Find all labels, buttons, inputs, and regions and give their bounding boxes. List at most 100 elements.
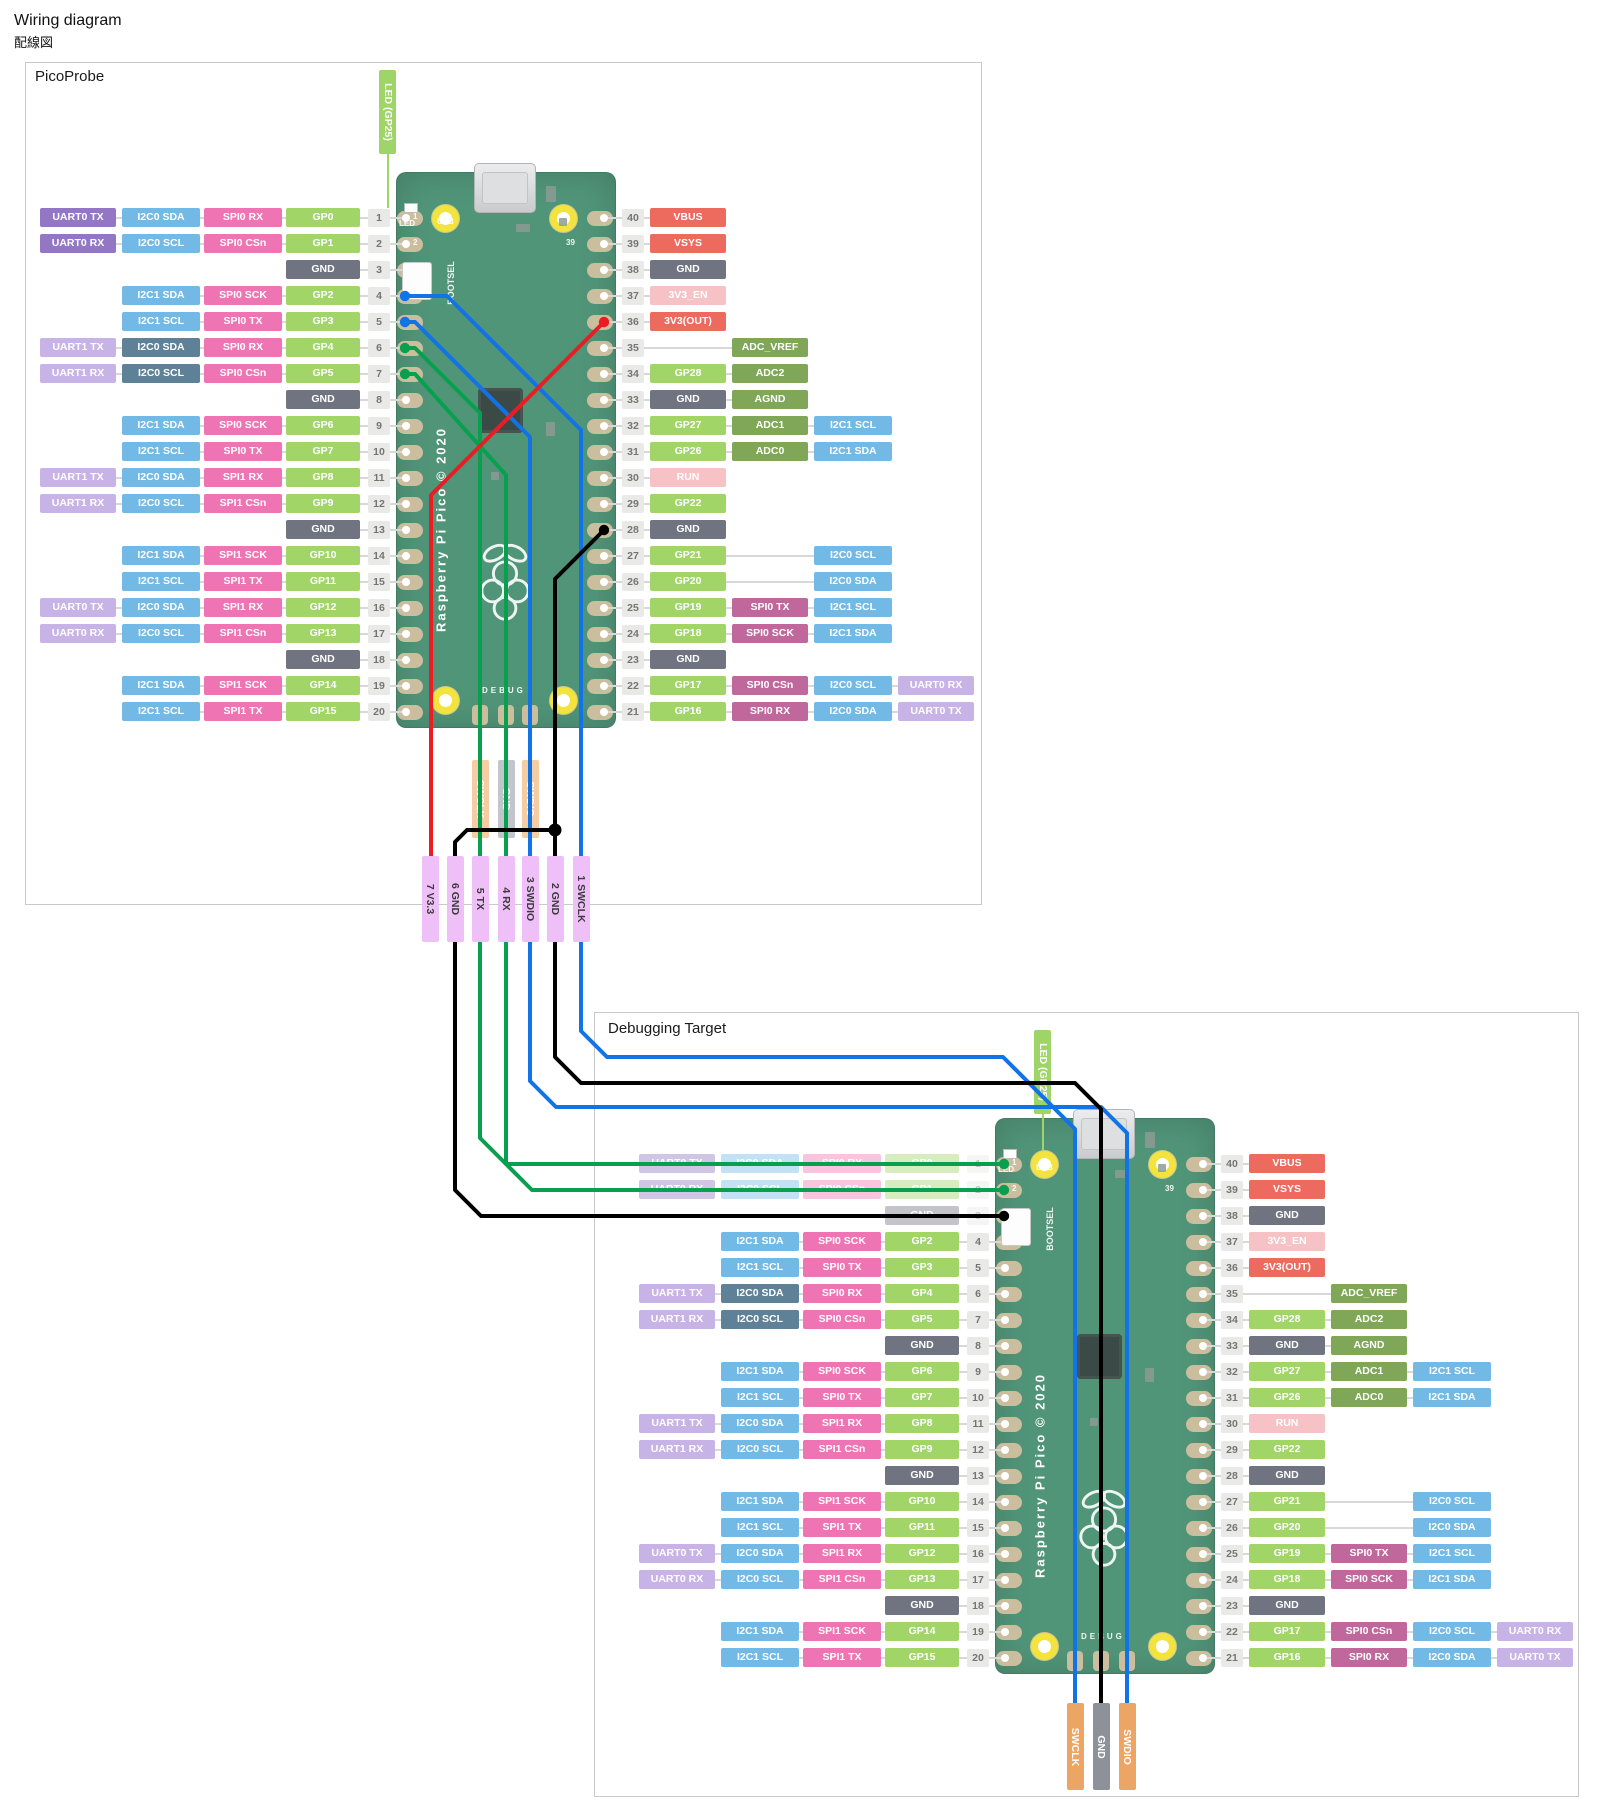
mounting-hole (432, 205, 459, 232)
pin-function-label: GP2 (885, 1232, 959, 1251)
pin-function-label: I2C1 SDA (122, 416, 200, 435)
pin-number: 16 (967, 1545, 989, 1563)
pin-function-label: SPI0 RX (803, 1154, 881, 1173)
pin-hole (600, 656, 608, 664)
pin-function-label: UART0 TX (40, 208, 116, 227)
pin-function-label: 3V3_EN (1249, 1232, 1325, 1251)
pin-function-label: SPI1 SCK (803, 1492, 881, 1511)
pin-function-label: GP7 (885, 1388, 959, 1407)
pin-hole (402, 656, 410, 664)
pin-hole (600, 474, 608, 482)
pin-function-label: GND (286, 650, 360, 669)
pin-function-label: I2C1 SCL (721, 1388, 799, 1407)
pin-function-label: SPI0 CSn (803, 1180, 881, 1199)
pin-function-label: SPI1 CSn (204, 494, 282, 513)
pin-function-label: UART0 TX (1497, 1648, 1573, 1667)
row-connector-line (1207, 1501, 1491, 1503)
bootsel-silk-text: BOOTSEL (445, 261, 456, 305)
pin-hole (1001, 1446, 1009, 1454)
pin-function-label: ADC2 (732, 364, 808, 383)
pin-number: 6 (967, 1285, 989, 1303)
pin-function-label: GP13 (286, 624, 360, 643)
pin-hole (1001, 1264, 1009, 1272)
pin-hole (1199, 1654, 1207, 1662)
pin-function-label: UART1 RX (639, 1440, 715, 1459)
passive-component (516, 224, 530, 232)
pin-number: 11 (967, 1415, 989, 1433)
pin-hole (1001, 1186, 1009, 1194)
pin-function-label: GND (1249, 1596, 1325, 1615)
pin-hole (402, 240, 410, 248)
pin-number: 18 (967, 1597, 989, 1615)
pin-function-label: GP1 (286, 234, 360, 253)
pin-hole (402, 552, 410, 560)
pin-function-label: SPI0 RX (204, 338, 282, 357)
pin-function-label: I2C1 SCL (1413, 1544, 1491, 1563)
pin-number: 17 (967, 1571, 989, 1589)
pin-function-label: GP17 (650, 676, 726, 695)
pin-hole (1001, 1628, 1009, 1636)
pin-function-label: SPI0 SCK (1331, 1570, 1407, 1589)
pin-hole (600, 604, 608, 612)
pin-function-label: I2C1 SDA (122, 546, 200, 565)
pin-hole (600, 240, 608, 248)
pin-number: 34 (1221, 1311, 1243, 1329)
pin-hole (600, 448, 608, 456)
pin-function-label: ADC_VREF (1331, 1284, 1407, 1303)
pin-function-label: I2C1 SCL (122, 312, 200, 331)
pin-hole (402, 578, 410, 586)
pin-function-label: I2C0 SDA (122, 468, 200, 487)
debug-pad (498, 705, 514, 725)
pin-hole (1199, 1472, 1207, 1480)
pin-function-label: SPI0 RX (803, 1284, 881, 1303)
pin-number: 13 (967, 1467, 989, 1485)
bootsel-silk-text: BOOTSEL (1044, 1207, 1055, 1251)
pin-number: 12 (967, 1441, 989, 1459)
pin-function-label: 3V3(OUT) (650, 312, 726, 331)
pin-function-label: ADC0 (1331, 1388, 1407, 1407)
pin-function-label: GP9 (286, 494, 360, 513)
debug-pad (1093, 1651, 1109, 1671)
debug-connector-pin-label: 1 SWCLK (572, 856, 590, 942)
pin-function-label: I2C0 SDA (814, 572, 892, 591)
pin-function-label: I2C1 SDA (122, 286, 200, 305)
pin-function-label: UART1 TX (639, 1414, 715, 1433)
pin-function-label: VSYS (650, 234, 726, 253)
debug-connector-pin-label: 3 SWDIO (521, 856, 539, 942)
pin-function-label: I2C0 SCL (1413, 1492, 1491, 1511)
pin-hole (1001, 1498, 1009, 1506)
pin-number: 11 (368, 469, 390, 487)
led-gp25-label: LED (GP25) (379, 70, 396, 154)
silk-pin39: 39 (566, 238, 575, 247)
pin-function-label: GP0 (885, 1154, 959, 1173)
pin-function-label: ADC1 (1331, 1362, 1407, 1381)
pin-number: 24 (1221, 1571, 1243, 1589)
pin-number: 18 (368, 651, 390, 669)
pin-hole (600, 344, 608, 352)
pin-function-label: GP7 (286, 442, 360, 461)
pin-function-label: ADC0 (732, 442, 808, 461)
pin-function-label: GP0 (286, 208, 360, 227)
silk-pin39: 39 (1165, 1184, 1174, 1193)
pin-hole (402, 526, 410, 534)
pin-hole (1001, 1472, 1009, 1480)
pin-hole (600, 214, 608, 222)
passive-component (546, 422, 555, 436)
pin-function-label: 3V3(OUT) (1249, 1258, 1325, 1277)
led-label-line (387, 154, 389, 208)
pin-function-label: RUN (1249, 1414, 1325, 1433)
pin-function-label: GND (650, 260, 726, 279)
pin-function-label: GP15 (286, 702, 360, 721)
pin-hole (1199, 1160, 1207, 1168)
mounting-hole (432, 687, 459, 714)
silk-pin2: 2 (1012, 1184, 1017, 1193)
pin-number: 1 (967, 1155, 989, 1173)
pin-function-label: GP19 (1249, 1544, 1325, 1563)
pin-function-label: GP19 (650, 598, 726, 617)
pin-function-label: GND (885, 1466, 959, 1485)
pin-function-label: SPI0 RX (732, 702, 808, 721)
pin-function-label: GND (650, 520, 726, 539)
pin-function-label: GP4 (286, 338, 360, 357)
